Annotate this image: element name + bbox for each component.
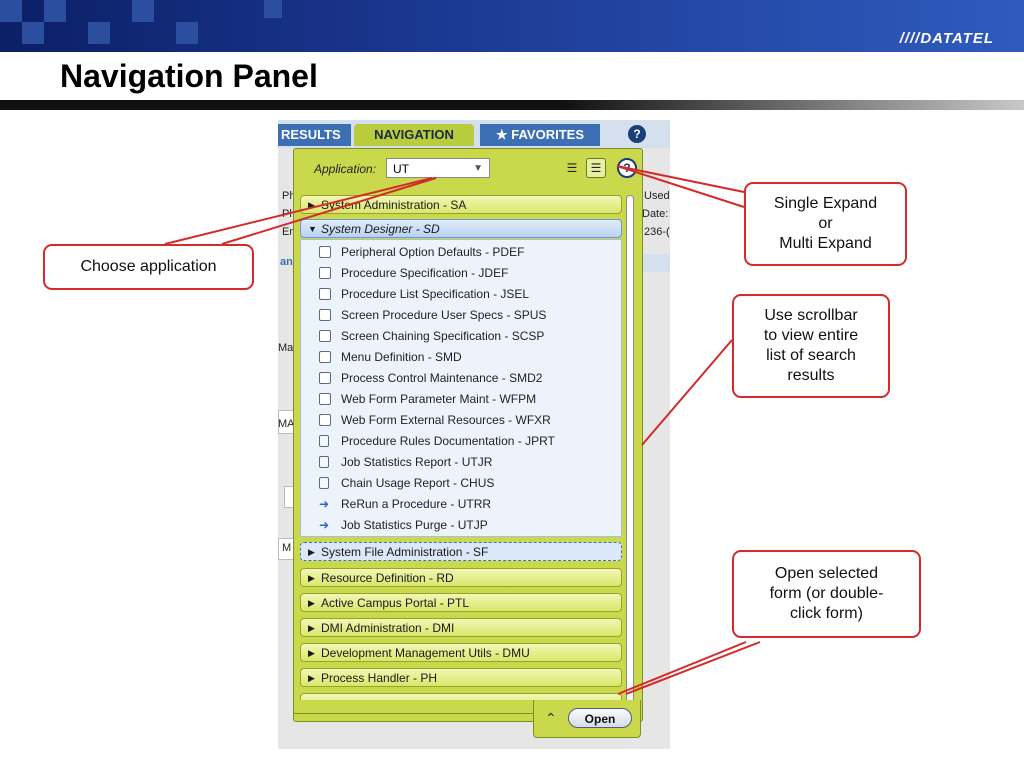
callout-open-form: Open selected form (or double- click for… — [732, 550, 921, 638]
form-icon — [319, 309, 331, 321]
expand-arrow-icon: ▶ — [308, 547, 315, 557]
banner-square — [88, 22, 110, 44]
group-label: Process Handler - PH — [321, 671, 438, 685]
banner-square — [0, 0, 22, 22]
form-icon — [319, 372, 331, 384]
bg-fragment: M — [282, 542, 292, 554]
form-icon — [319, 393, 331, 405]
navigation-panel: Application: UT ▼ ☰ ☰ ? ▶ System Adminis… — [293, 148, 643, 722]
tab-favorites-label: FAVORITES — [511, 127, 584, 142]
title-rule — [0, 100, 1024, 110]
group-label: Resource Definition - RD — [321, 571, 454, 585]
item-label: ReRun a Procedure - UTRR — [341, 497, 492, 511]
help-icon[interactable]: ? — [628, 125, 646, 143]
group-label: System File Administration - SF — [321, 545, 489, 559]
item-label: Chain Usage Report - CHUS — [341, 476, 495, 490]
application-select[interactable]: UT ▼ — [386, 158, 490, 178]
system-designer-items: Peripheral Option Defaults - PDEF Proced… — [300, 239, 622, 537]
group-dmi-administration[interactable]: ▶ DMI Administration - DMI — [300, 618, 622, 637]
item-label: Screen Procedure User Specs - SPUS — [341, 308, 547, 322]
tab-results[interactable]: RESULTS — [278, 124, 351, 146]
group-resource-definition[interactable]: ▶ Resource Definition - RD — [300, 568, 622, 587]
bg-fragment: Pl — [282, 208, 292, 220]
item-label: Procedure List Specification - JSEL — [341, 287, 530, 301]
item-label: Procedure Rules Documentation - JPRT — [341, 434, 555, 448]
process-icon: ➜ — [319, 518, 330, 532]
group-label: DMI Administration - DMI — [321, 621, 455, 635]
group-label: Active Campus Portal - PTL — [321, 596, 470, 610]
callout-choose-application: Choose application — [43, 244, 254, 290]
banner-square — [22, 22, 44, 44]
single-expand-icon[interactable]: ☰ — [562, 158, 582, 178]
bg-fragment: 236-( — [644, 226, 670, 238]
tab-navigation[interactable]: NAVIGATION — [354, 124, 474, 146]
item-label: Web Form External Resources - WFXR — [341, 413, 551, 427]
banner-square — [264, 0, 282, 18]
application-list: ▶ System Administration - SA ▼ System De… — [300, 195, 622, 705]
bg-fragment: Used — [644, 190, 670, 202]
application-value: UT — [393, 162, 409, 176]
form-icon — [319, 267, 331, 279]
list-scrollbar[interactable] — [626, 195, 634, 703]
expand-arrow-icon: ▶ — [308, 623, 315, 633]
form-icon — [319, 414, 331, 426]
item-label: Procedure Specification - JDEF — [341, 266, 509, 280]
top-tab-bar: RESULTS NAVIGATION ★ FAVORITES ? — [278, 120, 670, 148]
report-icon — [319, 477, 329, 489]
report-icon — [319, 435, 329, 447]
scrollbar-thumb[interactable] — [627, 196, 633, 682]
bg-fragment: an — [280, 256, 293, 268]
report-icon — [319, 456, 329, 468]
form-icon — [319, 351, 331, 363]
item-label: Peripheral Option Defaults - PDEF — [341, 245, 525, 259]
bg-field — [642, 254, 670, 272]
group-label: System Administration - SA — [321, 198, 467, 212]
group-label: System Designer - SD — [321, 222, 440, 236]
slide-title: Navigation Panel — [60, 58, 318, 94]
expand-arrow-icon: ▶ — [308, 673, 315, 683]
item-label: Job Statistics Report - UTJR — [341, 455, 493, 469]
item-label: Menu Definition - SMD — [341, 350, 462, 364]
item-label: Job Statistics Purge - UTJP — [341, 518, 488, 532]
panel-help-icon[interactable]: ? — [617, 158, 637, 178]
multi-expand-icon[interactable]: ☰ — [586, 158, 606, 178]
banner-square — [132, 0, 154, 22]
expand-arrow-icon: ▶ — [308, 598, 315, 608]
application-label: Application: — [314, 162, 377, 176]
process-icon: ➜ — [319, 497, 330, 511]
form-icon — [319, 288, 331, 300]
item-label: Screen Chaining Specification - SCSP — [341, 329, 545, 343]
panel-footer: ⌃ Open — [293, 700, 641, 738]
group-process-handler[interactable]: ▶ Process Handler - PH — [300, 668, 622, 687]
bg-fragment: MA — [278, 418, 295, 430]
bg-fragment: Date: — [642, 208, 669, 220]
group-system-file-administration[interactable]: ▶ System File Administration - SF — [300, 542, 622, 561]
banner-square — [176, 22, 198, 44]
form-icon — [319, 246, 331, 258]
dropdown-arrow-icon: ▼ — [473, 163, 483, 174]
group-active-campus-portal[interactable]: ▶ Active Campus Portal - PTL — [300, 593, 622, 612]
tab-favorites[interactable]: ★ FAVORITES — [480, 124, 600, 146]
group-system-administration[interactable]: ▶ System Administration - SA — [300, 195, 622, 214]
group-system-designer[interactable]: ▼ System Designer - SD — [300, 219, 622, 238]
expand-arrow-icon: ▶ — [308, 573, 315, 583]
collapse-all-icon[interactable]: ⌃ — [545, 710, 557, 726]
callout-expand-mode: Single Expand or Multi Expand — [744, 182, 907, 266]
form-icon — [319, 330, 331, 342]
navigation-screenshot: RESULTS NAVIGATION ★ FAVORITES ? Ph Pl E… — [278, 120, 670, 749]
group-label: Development Management Utils - DMU — [321, 646, 530, 660]
datatel-logo: ////DATATEL — [899, 30, 994, 47]
expand-arrow-icon: ▶ — [308, 648, 315, 658]
bg-fragment: Mar — [278, 342, 297, 354]
callout-scrollbar: Use scrollbar to view entire list of sea… — [732, 294, 890, 398]
collapse-arrow-icon: ▼ — [308, 224, 317, 234]
item-label: Process Control Maintenance - SMD2 — [341, 371, 543, 385]
open-button[interactable]: Open — [568, 708, 632, 728]
banner-square — [44, 0, 66, 22]
group-development-management-utils[interactable]: ▶ Development Management Utils - DMU — [300, 643, 622, 662]
slide-banner: ////DATATEL — [0, 0, 1024, 52]
expand-arrow-icon: ▶ — [308, 200, 315, 210]
item-label: Web Form Parameter Maint - WFPM — [341, 392, 537, 406]
